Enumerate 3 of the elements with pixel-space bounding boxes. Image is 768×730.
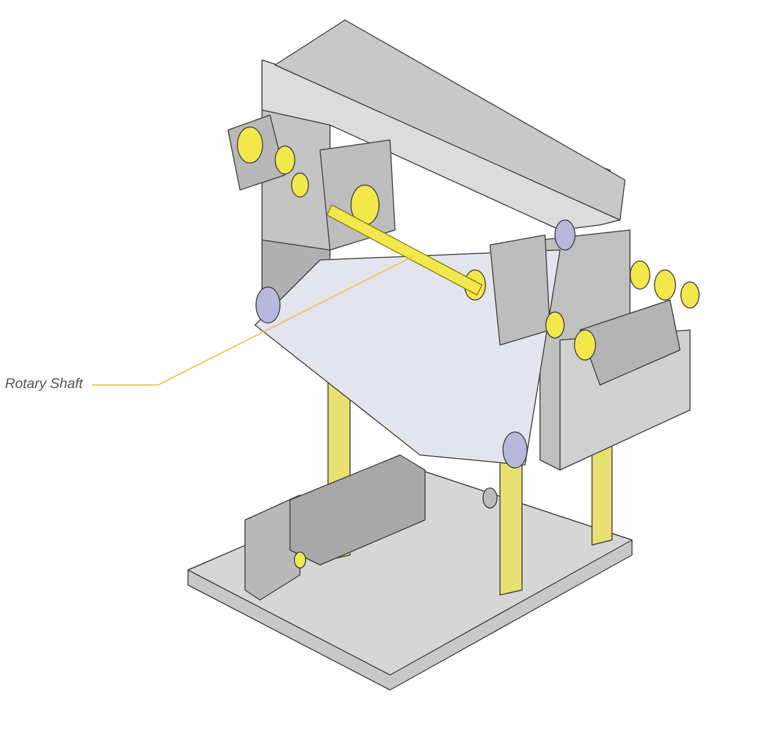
leader-line [92, 255, 414, 386]
part-label: Rotary Shaft [5, 375, 83, 391]
rotary-shaft [326, 204, 483, 296]
